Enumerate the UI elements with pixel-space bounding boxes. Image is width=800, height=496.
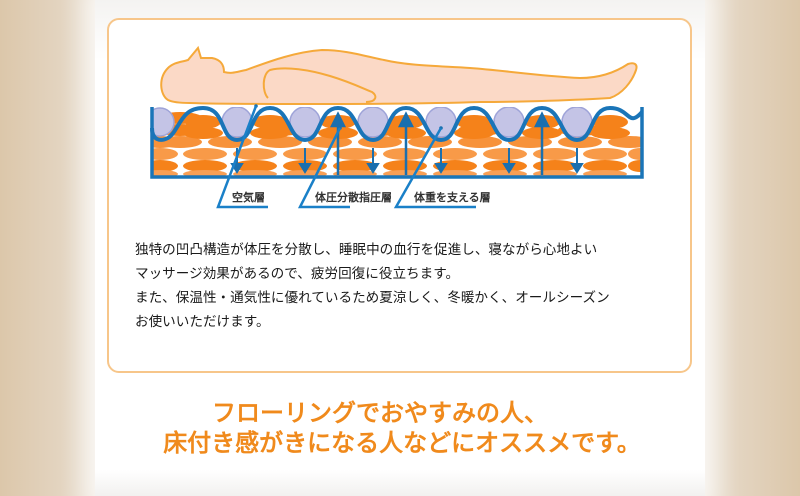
arrow-down-icon xyxy=(230,148,584,174)
description-line: 独特の凹凸構造が体圧を分散し、睡眠中の血行を促進し、寝ながら心地よい xyxy=(135,242,598,258)
wave-layer-line xyxy=(150,105,644,143)
mattress-frame xyxy=(150,107,644,179)
label-air-layer: 空気層 xyxy=(232,191,265,204)
description-line: マッサージ効果があるので、疲労回復に役立ちます。 xyxy=(135,266,460,282)
mattress-diagram xyxy=(150,45,644,209)
sleeping-person-icon xyxy=(160,45,638,105)
label-pressure-layer: 体圧分散指圧層 xyxy=(315,191,392,204)
headline-line-2: 床付き感がきになる人などにオススメです。 xyxy=(163,429,641,457)
description-text: 独特の凹凸構造が体圧を分散し、睡眠中の血行を促進し、寝ながら心地よい マッサージ… xyxy=(135,238,695,334)
arrow-up-icon xyxy=(329,111,551,175)
air-circle-icon xyxy=(152,107,593,138)
label-support-layer: 体重を支える層 xyxy=(414,191,491,204)
description-line: お使いいただけます。 xyxy=(135,314,270,330)
callout-pointers xyxy=(216,104,476,209)
description-line: また、保温性・通気性に優れているため夏涼しく、冬暖かく、オールシーズン xyxy=(135,290,610,306)
headline-line-1: フローリングでおやすみの人、 xyxy=(212,399,548,427)
